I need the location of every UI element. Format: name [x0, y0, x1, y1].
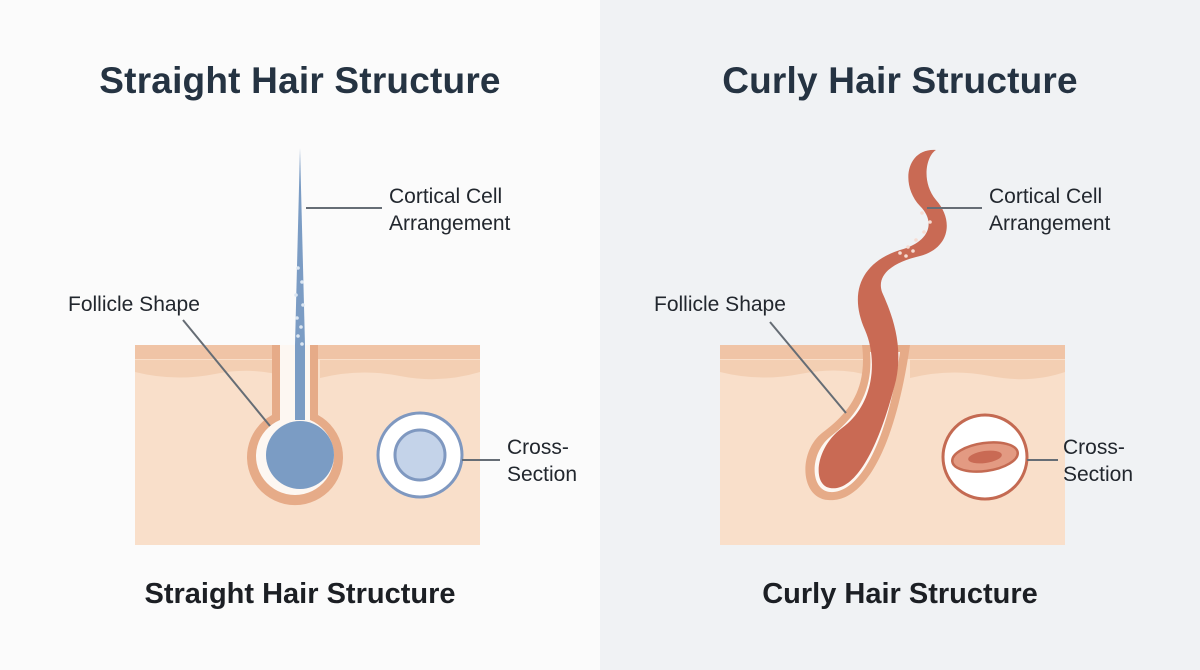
cross-section-label-line2: Section: [1063, 463, 1133, 486]
straight-hair-diagram: Cortical Cell Arrangement Follicle Shape…: [68, 148, 577, 545]
cortical-dots: [898, 211, 932, 258]
curly-panel-caption: Curly Hair Structure: [762, 578, 1038, 610]
curly-hair-shaft: [818, 149, 947, 489]
straight-hair-panel: Straight Hair Structure: [68, 60, 578, 610]
cortical-label-line1: Cortical Cell: [389, 185, 502, 208]
cross-section-label-line1: Cross-: [1063, 436, 1125, 459]
follicle-shape-label: Follicle Shape: [654, 293, 786, 316]
cortical-label-line2: Arrangement: [389, 212, 511, 235]
cross-section-label-line1: Cross-: [507, 436, 569, 459]
curly-hair-diagram: Cortical Cell Arrangement Follicle Shape…: [654, 149, 1133, 545]
straight-cross-section: [376, 411, 464, 499]
straight-panel-title: Straight Hair Structure: [99, 60, 501, 101]
cortical-label-line1: Cortical Cell: [989, 185, 1102, 208]
follicle-shape-label: Follicle Shape: [68, 293, 200, 316]
curly-hair-panel: Curly Hair Structure: [600, 0, 1200, 670]
cross-section-label-line2: Section: [507, 463, 577, 486]
curly-panel-title: Curly Hair Structure: [722, 60, 1078, 101]
straight-panel-caption: Straight Hair Structure: [144, 578, 456, 610]
follicle-leader-line: [769, 321, 847, 414]
cortical-dots: [294, 266, 305, 346]
follicle-leader-line: [182, 319, 271, 427]
straight-hair-shaft: [266, 148, 334, 489]
curly-cross-section: [941, 413, 1029, 501]
cortical-label-line2: Arrangement: [989, 212, 1111, 235]
